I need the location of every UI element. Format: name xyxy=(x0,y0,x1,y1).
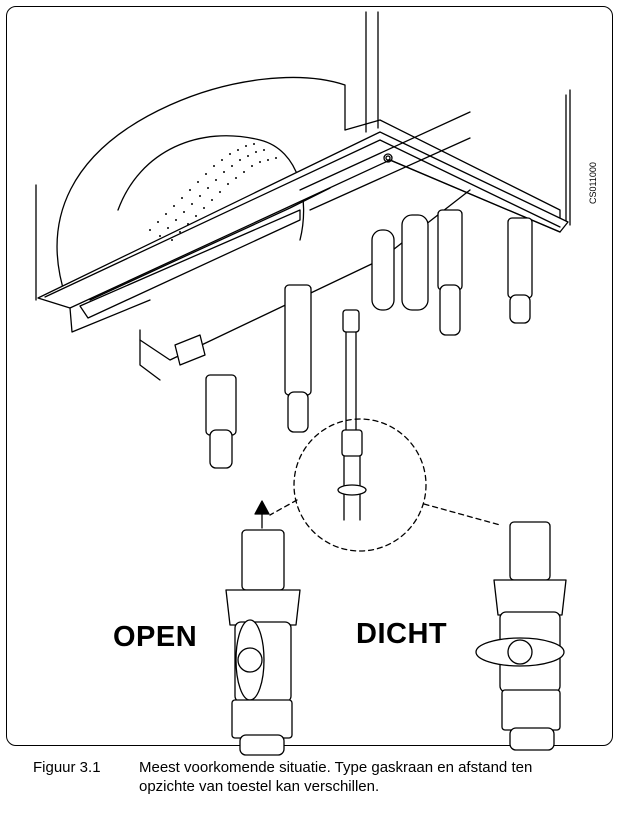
label-closed: DICHT xyxy=(356,618,448,650)
detail-circle xyxy=(293,418,427,552)
flow-arrow-icon xyxy=(254,500,270,529)
detail-leaders xyxy=(269,499,501,526)
burner-perforations xyxy=(149,143,277,241)
valve-closed xyxy=(475,521,567,751)
wall-right xyxy=(565,89,571,226)
caption-text: Meest voorkomende situatie. Type gaskraa… xyxy=(139,759,533,795)
flue-pipe xyxy=(365,11,379,133)
figure-frame xyxy=(6,6,613,746)
drawing-code: CS011000 xyxy=(588,162,598,204)
boiler-body xyxy=(37,76,569,381)
gas-supply-pipe xyxy=(337,309,367,521)
boiler-gas-valve-illustration xyxy=(35,11,571,756)
valve-open xyxy=(225,529,301,756)
boiler-pipes xyxy=(174,209,533,469)
label-open: OPEN xyxy=(113,621,198,653)
caption-number: Figuur 3.1 xyxy=(33,759,101,776)
